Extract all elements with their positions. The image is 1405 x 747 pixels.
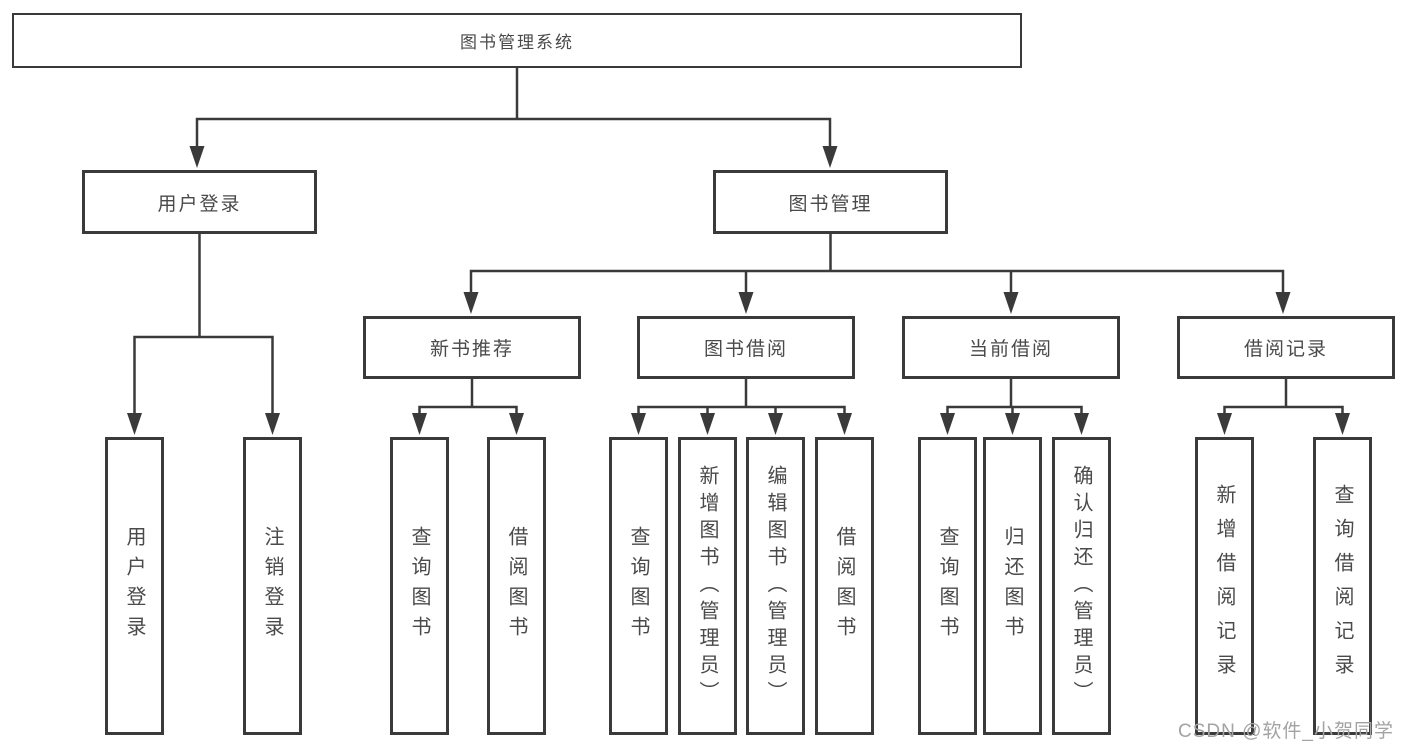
leaf-query-borrow-record: 查询借阅记录 [1313, 437, 1372, 735]
leaf-add-borrow-record: 新增借阅记录 [1195, 437, 1254, 735]
leaf-add-books-admin: 新增图书（管理员） [678, 437, 737, 735]
node-new-book-recommend: 新书推荐 [363, 316, 581, 379]
leaf-borrow-books-borrowing: 借阅图书 [815, 437, 874, 735]
watermark: CSDN @软件_小贺同学 [1178, 721, 1394, 742]
leaf-user-login: 用户登录 [105, 437, 164, 735]
node-book-borrowing: 图书借阅 [637, 316, 855, 379]
leaf-query-books-current: 查询图书 [918, 437, 977, 735]
node-user-login: 用户登录 [82, 170, 317, 234]
leaf-return-books: 归还图书 [983, 437, 1042, 735]
leaf-query-books-borrowing: 查询图书 [609, 437, 668, 735]
leaf-borrow-books-recommend: 借阅图书 [487, 437, 546, 735]
leaf-query-books-recommend: 查询图书 [390, 437, 449, 735]
node-current-borrowing: 当前借阅 [902, 316, 1120, 379]
leaf-logout-login: 注销登录 [243, 437, 302, 735]
node-root: 图书管理系统 [12, 13, 1022, 68]
node-book-management: 图书管理 [713, 170, 948, 234]
leaf-edit-books-admin: 编辑图书（管理员） [746, 437, 805, 735]
leaf-confirm-return-admin: 确认归还（管理员） [1052, 437, 1111, 735]
node-borrowing-records: 借阅记录 [1177, 316, 1395, 379]
